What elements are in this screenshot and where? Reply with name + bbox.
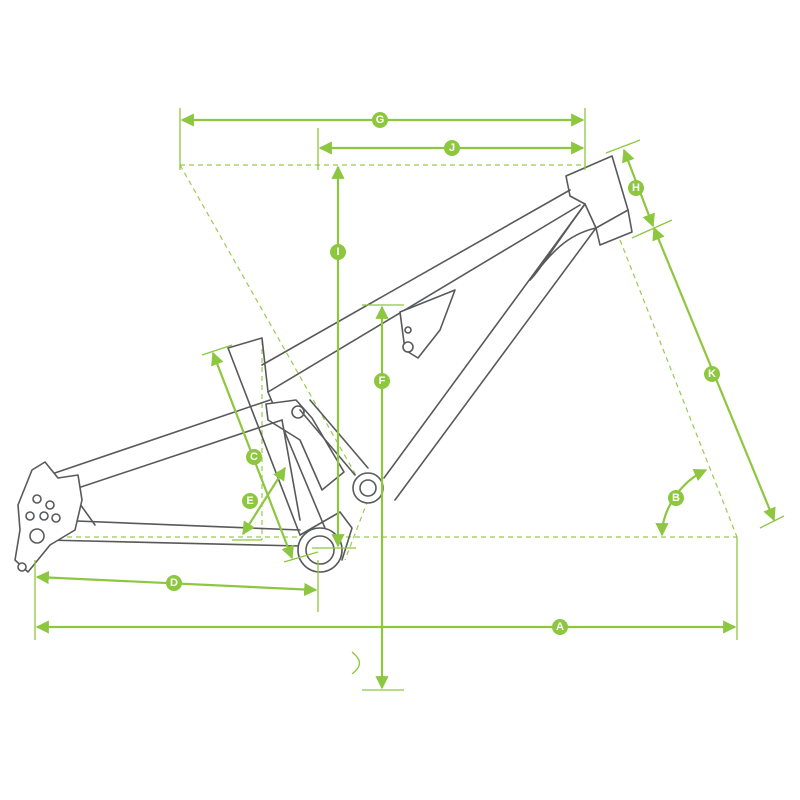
- dimension-badges: G J H I F K C E B D A: [166, 112, 720, 635]
- badge-h: H: [628, 180, 644, 196]
- badge-j: J: [444, 140, 460, 156]
- svg-text:H: H: [632, 182, 640, 194]
- badge-b: B: [668, 490, 684, 506]
- dim-line-b: [655, 468, 708, 537]
- svg-text:E: E: [246, 495, 253, 507]
- badge-d: D: [166, 575, 182, 591]
- construction-guides: [40, 164, 738, 660]
- dimension-lines: [35, 113, 776, 690]
- svg-text:J: J: [449, 142, 455, 154]
- svg-text:F: F: [379, 375, 386, 387]
- badge-f: F: [374, 373, 390, 389]
- svg-text:B: B: [672, 492, 680, 504]
- badge-k: K: [704, 366, 720, 382]
- svg-text:G: G: [376, 114, 385, 126]
- down-tube: [383, 203, 597, 501]
- svg-text:I: I: [336, 246, 339, 258]
- badge-g: G: [372, 112, 388, 128]
- badge-e: E: [242, 493, 258, 509]
- extension-lines: [34, 108, 785, 691]
- bike-frame: [14, 155, 633, 573]
- svg-text:A: A: [556, 621, 564, 633]
- badge-c: C: [246, 449, 262, 465]
- svg-text:K: K: [708, 368, 716, 380]
- top-tube: [261, 189, 581, 393]
- badge-i: I: [330, 244, 346, 260]
- svg-text:D: D: [170, 577, 178, 589]
- badge-a: A: [552, 619, 568, 635]
- svg-text:C: C: [250, 451, 258, 463]
- dim-line-e: [242, 466, 286, 536]
